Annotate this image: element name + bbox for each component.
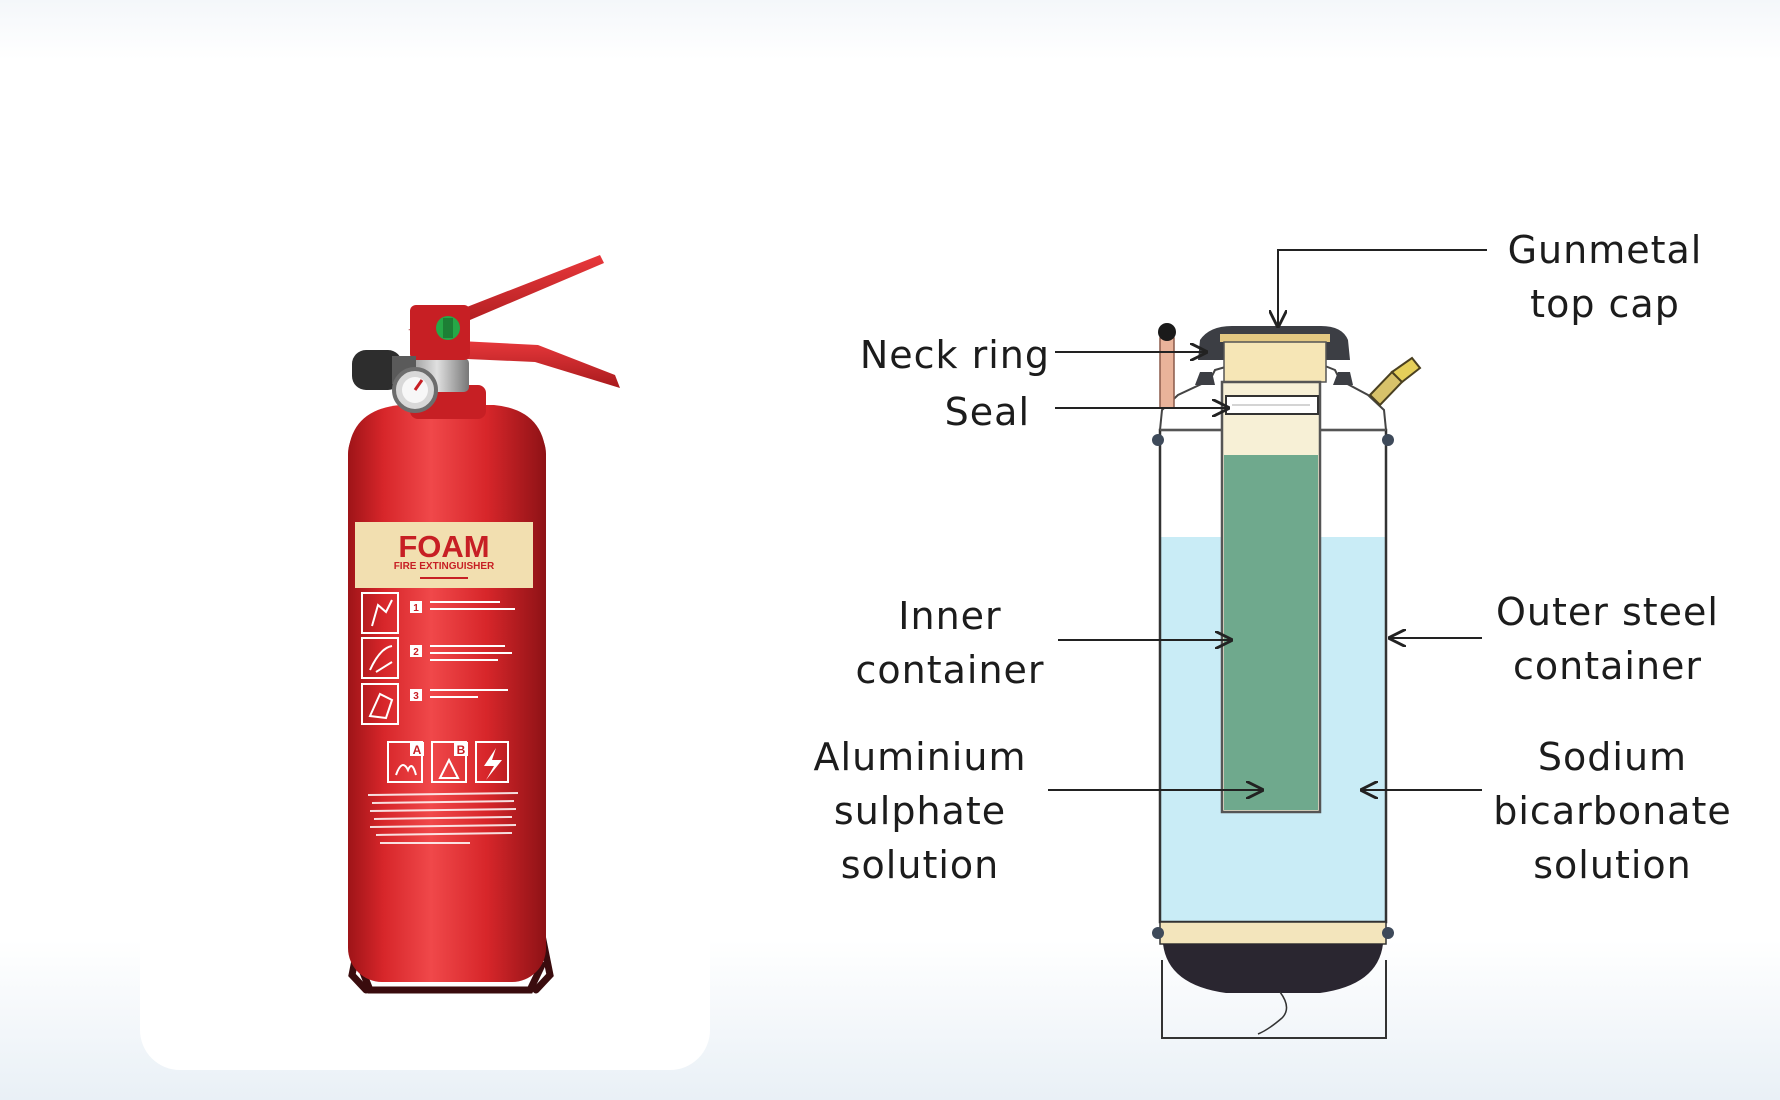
label-seal: Seal — [944, 390, 1030, 434]
leader-lines — [1048, 249, 1487, 790]
label-neck-ring: Neck ring — [859, 333, 1050, 377]
leader-gunmetal-top-cap — [1278, 249, 1487, 326]
step-number: 1 — [413, 603, 419, 614]
step-number: 2 — [413, 647, 419, 658]
instruction-panel: 1 2 3 — [361, 592, 515, 725]
foam-extinguisher: FOAM FIRE EXTINGUISHER 1 2 3 — [348, 255, 620, 994]
aluminium-sulphate-liquid — [1224, 455, 1318, 810]
step-number: 3 — [413, 691, 419, 702]
warning-text-block — [367, 792, 519, 844]
foam-label-title: FOAM — [398, 529, 489, 564]
label-sodium-bicarbonate: Sodium bicarbonate solution — [1493, 735, 1732, 887]
label-outer-steel-container: Outer steel container — [1496, 590, 1719, 688]
base-dome — [1163, 944, 1383, 993]
extinguisher-lever — [440, 340, 620, 388]
cap-plug — [1223, 341, 1327, 383]
fire-class-b: B — [457, 743, 466, 757]
fire-class-a: A — [413, 743, 422, 757]
fire-class-icons: A B — [387, 741, 509, 783]
nozzle-icon — [1368, 356, 1422, 407]
foam-label-subtitle: FIRE EXTINGUISHER — [394, 561, 495, 572]
label-inner-container: Inner container — [855, 594, 1045, 692]
cross-section-diagram — [1152, 323, 1422, 1039]
label-gunmetal-top-cap: Gunmetal top cap — [1507, 228, 1703, 326]
label-aluminium-sulphate: Aluminium sulphate solution — [813, 735, 1027, 887]
